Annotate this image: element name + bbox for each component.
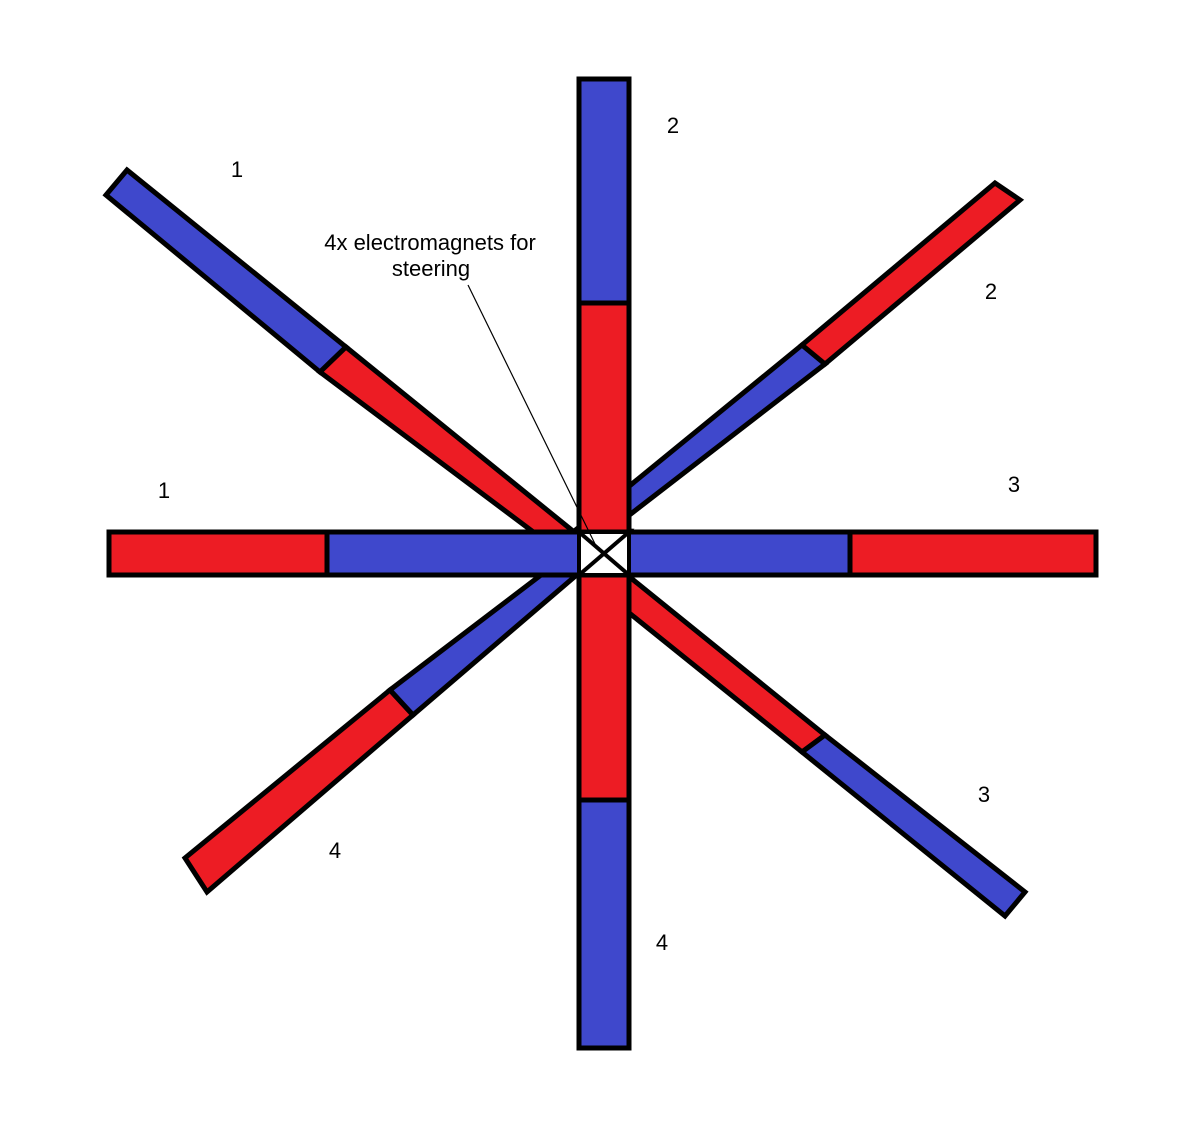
top-inner-red-segment bbox=[576, 300, 632, 535]
left-inner-blue-segment bbox=[324, 529, 583, 578]
horizontal-magnet bbox=[106, 529, 1099, 578]
callout-text-line-1: 4x electromagnets for bbox=[324, 230, 536, 255]
label-lower-right-diagonal: 3 bbox=[978, 782, 990, 807]
right-outer-red-segment bbox=[847, 529, 1099, 578]
vertical-magnet bbox=[576, 76, 632, 1051]
label-upper-right-diagonal: 2 bbox=[985, 279, 997, 304]
top-outer-blue-segment bbox=[576, 76, 632, 306]
callout-pointer-line bbox=[467, 284, 598, 549]
label-lower-left-diagonal: 4 bbox=[329, 838, 341, 863]
label-left-horizontal: 1 bbox=[158, 478, 170, 503]
diagonal-magnet-sw-ne bbox=[181, 179, 1025, 896]
ne-outer-red-segment bbox=[798, 179, 1025, 368]
nw-outer-blue-segment bbox=[102, 166, 350, 376]
label-right-horizontal: 3 bbox=[1008, 472, 1020, 497]
bottom-inner-red-segment bbox=[576, 572, 632, 803]
center-cross-line-b bbox=[577, 530, 631, 577]
right-inner-blue-segment bbox=[625, 529, 853, 578]
bottom-outer-blue-segment bbox=[576, 797, 632, 1051]
center-core bbox=[577, 530, 631, 577]
label-upper-left-diagonal: 1 bbox=[231, 157, 243, 182]
label-bottom-vertical: 4 bbox=[656, 930, 668, 955]
se-outer-blue-segment bbox=[797, 731, 1029, 920]
label-top-vertical: 2 bbox=[667, 113, 679, 138]
sw-outer-red-segment bbox=[181, 686, 417, 896]
callout-text-line-2: steering bbox=[392, 256, 470, 281]
left-outer-red-segment bbox=[106, 529, 330, 578]
